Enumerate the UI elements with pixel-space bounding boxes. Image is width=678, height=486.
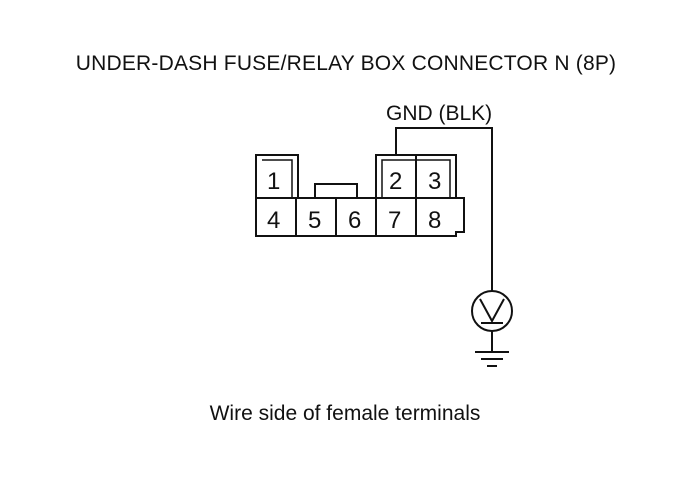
locking-tab	[314, 183, 358, 199]
pin-2-label: 2	[389, 168, 402, 195]
pin-4-label: 4	[267, 207, 280, 234]
housing-inner-wall	[262, 159, 293, 198]
pin-3-label: 3	[428, 168, 441, 195]
ground-wire-label: GND (BLK)	[386, 102, 493, 125]
ground-icon	[475, 331, 509, 367]
pin-8-label: 8	[428, 207, 441, 234]
probe-wire	[395, 127, 493, 291]
pin-5-label: 5	[308, 207, 321, 234]
pin-1-label: 1	[267, 168, 280, 195]
diagram-caption: Wire side of female terminals	[209, 402, 481, 425]
pin-6-label: 6	[348, 207, 361, 234]
pin-7-label: 7	[388, 207, 401, 234]
voltmeter-icon	[471, 290, 513, 332]
diagram-title: UNDER-DASH FUSE/RELAY BOX CONNECTOR N (8…	[75, 52, 617, 75]
